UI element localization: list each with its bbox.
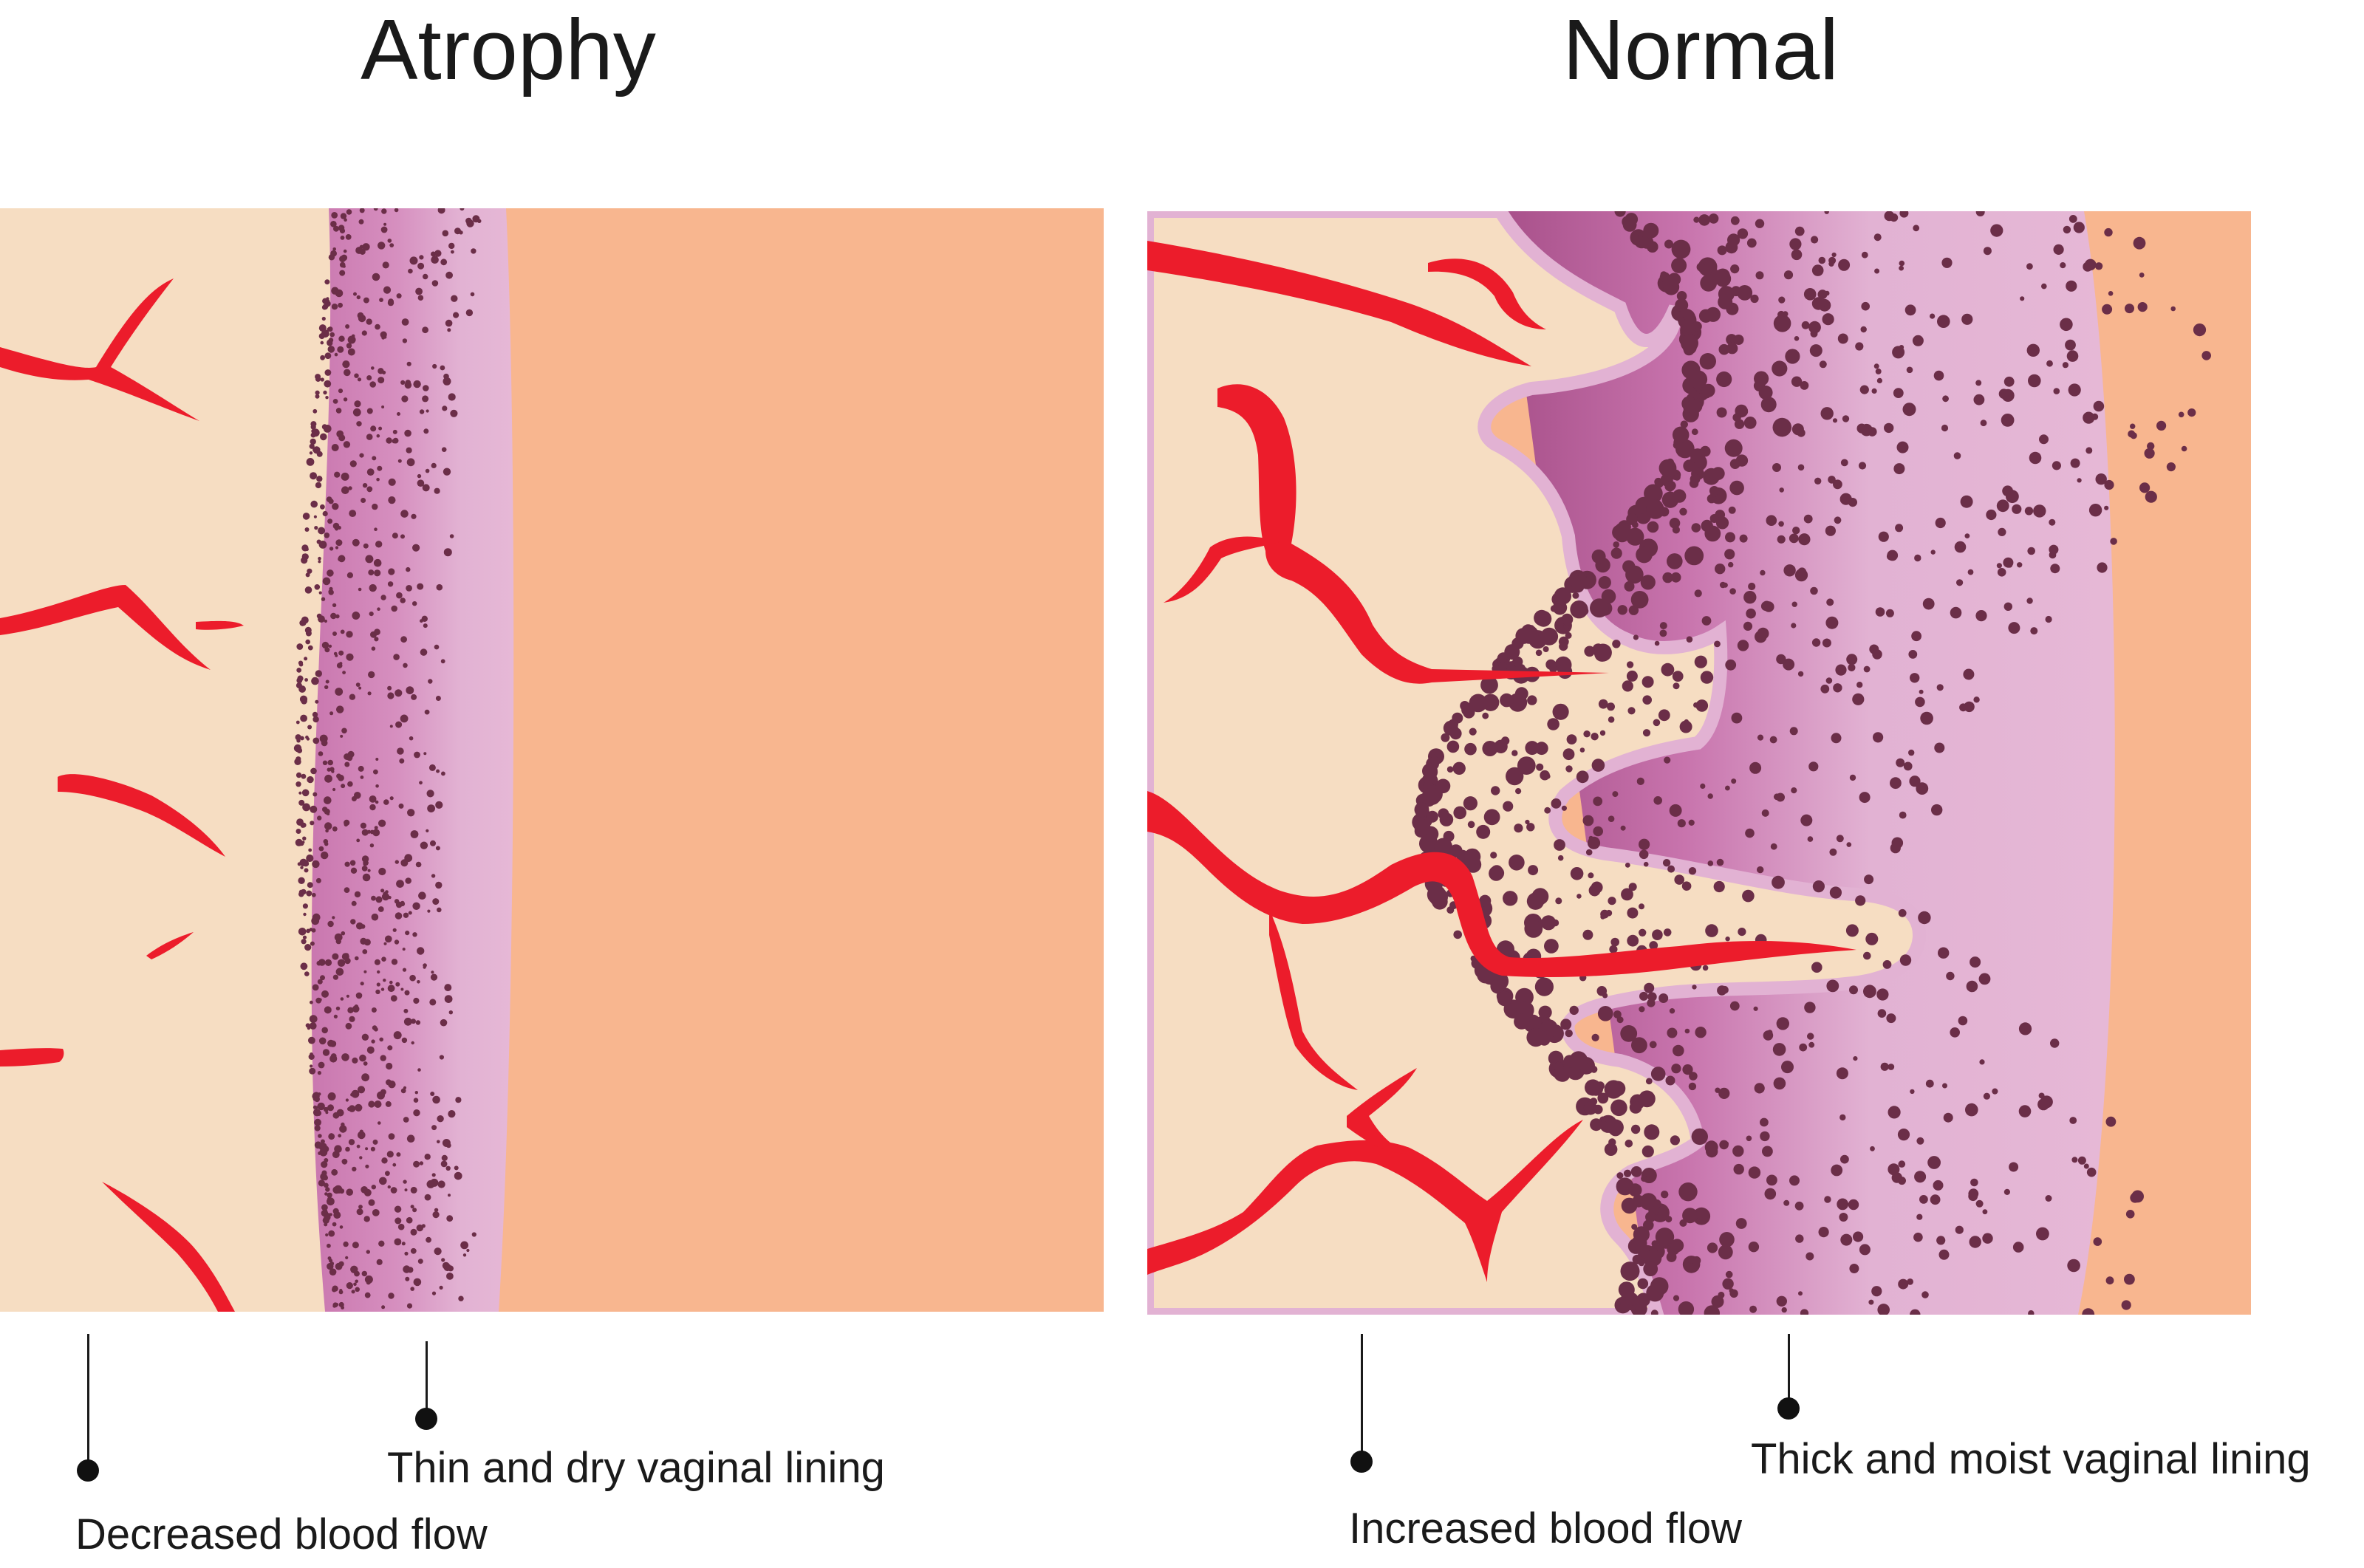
- normal-panel: [1147, 211, 2251, 1315]
- leader-line-decreased-blood-flow: [87, 1334, 89, 1467]
- leader-dot-increased-blood-flow: [1350, 1451, 1373, 1473]
- atrophy-panel: [0, 208, 1104, 1312]
- label-decreased-blood-flow: Decreased blood flow: [75, 1510, 488, 1558]
- label-increased-blood-flow: Increased blood flow: [1349, 1504, 1742, 1552]
- blood-vessels: [1147, 241, 1856, 1282]
- leader-dot-decreased-blood-flow: [77, 1459, 99, 1482]
- title-atrophy: Atrophy: [361, 1, 656, 97]
- cell-particles: [1412, 211, 2211, 1315]
- cell-particles: [293, 208, 482, 1309]
- blood-vessels: [0, 278, 244, 1312]
- leader-line-increased-blood-flow: [1361, 1334, 1363, 1463]
- leader-line-thin-lining: [426, 1341, 428, 1415]
- normal-illustration: [1147, 211, 2251, 1315]
- atrophy-illustration: [0, 208, 1104, 1312]
- title-normal: Normal: [1562, 1, 1839, 97]
- leader-dot-thin-lining: [415, 1408, 437, 1430]
- epithelium-layer: [300, 208, 514, 1312]
- leader-line-thick-lining: [1788, 1334, 1790, 1408]
- connective-tissue: [0, 208, 331, 1312]
- label-thick-moist-lining: Thick and moist vaginal lining: [1751, 1435, 2311, 1483]
- label-thin-dry-lining: Thin and dry vaginal lining: [387, 1444, 885, 1492]
- leader-dot-thick-lining: [1777, 1397, 1800, 1420]
